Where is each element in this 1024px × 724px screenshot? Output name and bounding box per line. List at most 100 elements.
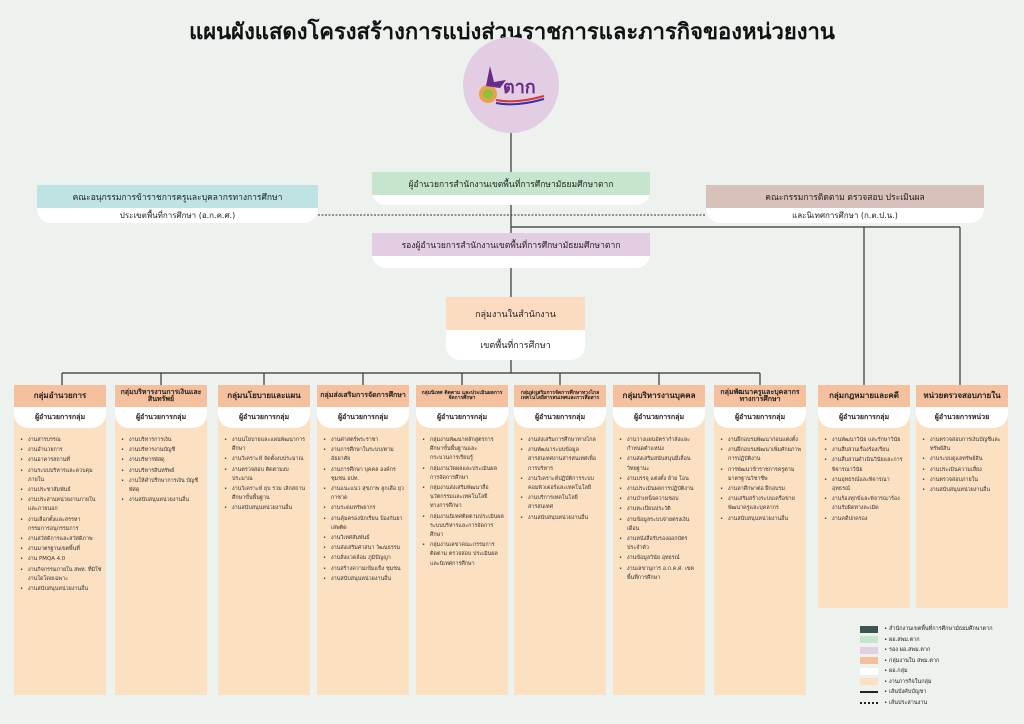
task-item: งานบริหารงานบัญชี xyxy=(121,446,203,455)
group-head: ผู้อำนวยการกลุ่ม xyxy=(14,407,106,428)
group-head: ผู้อำนวยการกลุ่ม xyxy=(115,407,207,428)
group-column: หน่วยตรวจสอบภายใน ผู้อำนวยการหน่วยงานตรว… xyxy=(916,385,1008,608)
group-title: กลุ่มกฎหมายและคดี xyxy=(818,385,910,407)
group-column: กลุ่มส่งเสริมการจัดการศึกษาทางไกลเทคโนโล… xyxy=(514,385,606,695)
task-item: งานทะเบียนประวัติ xyxy=(619,505,701,514)
legend-item: • กลุ่มงานใน สพม.ตาก xyxy=(860,656,1020,667)
group-title: กลุ่มอำนวยการ xyxy=(14,385,106,407)
legend-item: • ผอ.สพม.ตาก xyxy=(860,635,1020,646)
task-item: งานข้อมูลระบบจ่ายตรงเงินเดือน xyxy=(619,516,701,534)
group-title: กลุ่มบริหารงานบุคคล xyxy=(613,385,705,407)
task-item: งานบริหารพัสดุ xyxy=(121,456,203,465)
task-item: การพัฒนาข้าราชการครูตามมาตรฐานวิชาชีพ xyxy=(720,466,802,484)
task-item: งานการศึกษาในระบบ/ตามอัธยาศัย xyxy=(323,446,405,464)
task-item: งานสืบสวนเรื่องร้องเรียน xyxy=(824,446,906,455)
group-head: ผู้อำนวยการกลุ่ม xyxy=(818,407,910,428)
task-item: งานแนะแนว สุขภาพ ลูกเสือ ยุวกาชาด xyxy=(323,485,405,503)
organization-logo: ตาก xyxy=(463,37,559,133)
legend-label: • รอง ผอ.สพม.ตาก xyxy=(884,647,931,654)
group-head: ผู้อำนวยการกลุ่ม xyxy=(714,407,806,428)
task-list: งานฝึกอบรมพัฒนาก่อนแต่งตั้งงานฝึกอบรมพัฒ… xyxy=(714,428,806,531)
task-item: งานระบบดูแลทรัพย์สิน xyxy=(922,455,1004,464)
task-item: งานบริการเทคโนโลยีสารสนเทศ xyxy=(520,494,602,512)
task-item: งานสารบรรณ xyxy=(20,436,102,445)
task-list: งานบริหารการเงินงานบริหารงานบัญชีงานบริห… xyxy=(115,428,207,512)
task-item: งานสืบสวนดำเนินวินัยและการพิจารณาวินัย xyxy=(824,456,906,474)
group-title: กลุ่มพัฒนาครูและบุคลากรทางการศึกษา xyxy=(714,385,806,407)
task-item: งานเสริมสร้างระบบเครือข่ายพัฒนาครูและบุค… xyxy=(720,495,802,513)
legend-label: • งานภารกิจในกลุ่ม xyxy=(884,678,932,685)
office-group-line2: เขตพื้นที่การศึกษา xyxy=(480,341,551,351)
task-item: งานอำนวยการ xyxy=(20,446,102,455)
task-item: งานลาศึกษาต่อ ฝึกอบรม xyxy=(720,485,802,494)
group-column: กลุ่มบริหารงานบุคคล ผู้อำนวยการกลุ่มงานว… xyxy=(613,385,705,695)
task-item: งานส่งเสริมศาสนา วัฒนธรรม xyxy=(323,544,405,553)
task-item: กลุ่มงานเลขาคณะกรรมการติดตาม ตรวจสอบ ประ… xyxy=(422,541,504,569)
task-item: งานตรวจสอบ ติดตามงบประมาณ xyxy=(224,466,306,484)
task-item: งานระดมทรัพยากร xyxy=(323,504,405,513)
task-item: งานหนังสือรับรองออกบัตรประจำตัว xyxy=(619,535,701,553)
legend: • สำนักงานเขตพื้นที่การศึกษามัธยมศึกษาตา… xyxy=(860,624,1020,708)
right-committee-box: คณะกรรมการติดตาม ตรวจสอบ ประเมินผล และนิ… xyxy=(706,185,984,223)
task-list: งานส่งเสริมการศึกษาทางไกลงานพัฒนาระบบข้อ… xyxy=(514,428,606,530)
task-item: งานบริหารสินทรัพย์ xyxy=(121,467,203,476)
task-item: งานกิจกรรมภายใน สพท. ที่มิใช่งานใดโดยเฉพ… xyxy=(20,566,102,584)
task-item: งานข้อมูลวินัย อุทธรณ์ xyxy=(619,554,701,563)
director-title: ผู้อำนวยการสำนักงานเขตพื้นที่การศึกษามัธ… xyxy=(372,172,650,195)
task-item: งานวางแผนอัตรากำลังและกำหนดตำแหน่ง xyxy=(619,436,701,454)
group-column: กลุ่มส่งเสริมการจัดการศึกษา ผู้อำนวยการก… xyxy=(317,385,409,695)
task-item: งาน PMQA 4.0 xyxy=(20,555,102,564)
group-title: กลุ่มส่งเสริมการจัดการศึกษาทางไกลเทคโนโล… xyxy=(514,385,606,407)
task-item: งานคดีปกครอง xyxy=(824,515,906,524)
task-item: งานพัฒนาวินัย และรักษาวินัย xyxy=(824,436,906,445)
task-list: งานนโยบายและแผนพัฒนาการศึกษางานวิเคราะห์… xyxy=(218,428,310,521)
task-item: งานตรวจสอบภายใน xyxy=(922,476,1004,485)
task-item: งานเลขานุการ อ.ก.ค.ศ. เขตพื้นที่การศึกษา xyxy=(619,565,701,583)
task-item: งานสนับสนุนหน่วยงานอื่น xyxy=(323,575,405,584)
legend-label: • กลุ่มงานใน สพม.ตาก xyxy=(884,657,940,664)
legend-label: • ผอ.สพม.ตาก xyxy=(884,636,920,643)
legend-item: • เส้นบังคับบัญชา xyxy=(860,687,1020,698)
task-list: งานสารบรรณงานอำนวยการงานอาคารสถานที่งานร… xyxy=(14,428,106,601)
group-title: กลุ่มนิเทศ ติดตาม และประเมินผลการจัดการศ… xyxy=(416,385,508,407)
task-item: งานสนับสนุนหน่วยงานอื่น xyxy=(922,486,1004,495)
task-item: งานวิเคราะห์ จัดตั้งงบประมาณ xyxy=(224,455,306,464)
legend-line-swatch xyxy=(860,691,878,694)
legend-item: • สำนักงานเขตพื้นที่การศึกษามัธยมศึกษาตา… xyxy=(860,624,1020,635)
office-group-line1: กลุ่มงานในสำนักงาน xyxy=(446,297,585,330)
legend-item: • งานภารกิจในกลุ่ม xyxy=(860,677,1020,688)
task-item: งานประชาสัมพันธ์ xyxy=(20,486,102,495)
legend-color-swatch xyxy=(860,678,878,686)
task-list: งานพัฒนาวินัย และรักษาวินัยงานสืบสวนเรื่… xyxy=(818,428,910,531)
task-item: งานวิเคราะห์ ยุบ รวม เลิกสถานศึกษาขั้นพื… xyxy=(224,485,306,503)
task-item: งานสนับสนุนหน่วยงานอื่น xyxy=(520,514,602,523)
task-item: งานสนับสนุนหน่วยงานอื่น xyxy=(720,515,802,524)
task-list: งานศาสตร์พระราชางานการศึกษาในระบบ/ตามอัธ… xyxy=(317,428,409,591)
legend-line-swatch xyxy=(860,701,878,704)
task-item: งานส่งเสริมการศึกษาทางไกล xyxy=(520,436,602,445)
task-item: งานฝึกอบรมพัฒนาเพิ่มศักยภาพการปฏิบัติงาน xyxy=(720,446,802,464)
office-group-box: กลุ่มงานในสำนักงาน เขตพื้นที่การศึกษา xyxy=(446,297,585,360)
group-head: ผู้อำนวยการกลุ่ม xyxy=(514,407,606,428)
task-item: กลุ่มงานวัดผลและประเมินผลการจัดการศึกษา xyxy=(422,465,504,483)
task-item: งานสร้างความเข้มแข็ง ชุมชน xyxy=(323,565,405,574)
group-column: กลุ่มนโยบายและแผน ผู้อำนวยการกลุ่มงานนโย… xyxy=(218,385,310,695)
task-list: งานตรวจสอบการเงินบัญชีและทรัพย์สินงานระบ… xyxy=(916,428,1008,502)
task-item: งานนโยบายและแผนพัฒนาการศึกษา xyxy=(224,436,306,454)
group-title: กลุ่มนโยบายและแผน xyxy=(218,385,310,407)
legend-item: • ผอ.กลุ่ม xyxy=(860,666,1020,677)
task-item: งานสิ่งแวดล้อม ภูมิปัญญา xyxy=(323,554,405,563)
task-item: กลุ่มงานนิเทศติดตามประเมินผล ระบบบริหารแ… xyxy=(422,513,504,541)
task-item: งานมาตรฐานเขตพื้นที่ xyxy=(20,545,102,554)
group-head: ผู้อำนวยการกลุ่ม xyxy=(416,407,508,428)
group-head: ผู้อำนวยการกลุ่ม xyxy=(613,407,705,428)
task-list: กลุ่มงานพัฒนาหลักสูตรการศึกษาขั้นพื้นฐาน… xyxy=(416,428,508,576)
legend-label: • ผอ.กลุ่ม xyxy=(884,668,908,675)
group-column: กลุ่มบริหารงานการเงินและสินทรัพย์ ผู้อำน… xyxy=(115,385,207,695)
group-title: หน่วยตรวจสอบภายใน xyxy=(916,385,1008,407)
task-item: งานระบบบริหารและควบคุมภายใน xyxy=(20,467,102,485)
task-item: งานสวัสดิการและสวัสดิภาพ xyxy=(20,535,102,544)
group-column: กลุ่มอำนวยการ ผู้อำนวยการกลุ่มงานสารบรรณ… xyxy=(14,385,106,695)
task-item: งานร้องทุกข์และพิจารณาร้องงานรับผิดทางละ… xyxy=(824,495,906,513)
group-head: ผู้อำนวยการกลุ่ม xyxy=(317,407,409,428)
